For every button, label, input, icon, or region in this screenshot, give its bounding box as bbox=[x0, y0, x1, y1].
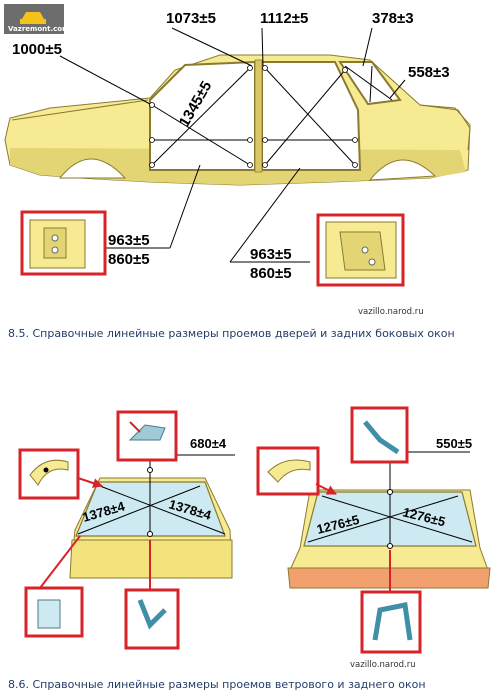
dim-label: 963±5 bbox=[250, 246, 292, 263]
detail-inset-front-pillar bbox=[20, 210, 107, 276]
dim-label: 1073±5 bbox=[166, 10, 216, 27]
detail-inset-front-left bbox=[256, 446, 337, 496]
detail-inset-rear-bottom-left bbox=[24, 535, 84, 638]
car-front-view bbox=[287, 451, 491, 589]
detail-inset-front-bottom bbox=[360, 550, 422, 654]
logo-text: Vazremont.com bbox=[8, 25, 69, 33]
dim-label: 680±4 bbox=[190, 436, 227, 451]
figure-caption: 8.6. Справочные линейные размеры проемов… bbox=[8, 678, 426, 691]
dim-label: 558±3 bbox=[408, 64, 450, 81]
car-logo-icon bbox=[20, 12, 46, 24]
car-side-body bbox=[4, 54, 471, 186]
detail-inset-rear-left bbox=[18, 448, 103, 500]
dim-label: 1112±5 bbox=[260, 10, 308, 27]
figure-caption: 8.5. Справочные линейные размеры проемов… bbox=[8, 327, 455, 340]
dimension-lines-fig1 bbox=[59, 27, 406, 263]
dim-label: 550±5 bbox=[436, 436, 472, 451]
dimension-dots-fig1 bbox=[149, 65, 358, 168]
dim-label: 1000±5 bbox=[12, 41, 62, 58]
detail-inset-rear-top bbox=[116, 410, 178, 462]
dim-label: 860±5 bbox=[108, 251, 150, 268]
dim-label: 378±3 bbox=[372, 10, 414, 27]
source-site: vazillo.narod.ru bbox=[350, 660, 416, 670]
dim-label: 963±5 bbox=[108, 232, 150, 249]
source-site: vazillo.narod.ru bbox=[358, 307, 424, 317]
detail-inset-rear-pillar bbox=[316, 213, 405, 287]
detail-inset-front-top bbox=[350, 406, 409, 464]
dim-label: 860±5 bbox=[250, 265, 292, 282]
car-rear-view bbox=[69, 454, 235, 579]
site-logo[interactable]: Vazremont.com bbox=[4, 4, 69, 34]
detail-inset-rear-bottom bbox=[124, 540, 180, 650]
